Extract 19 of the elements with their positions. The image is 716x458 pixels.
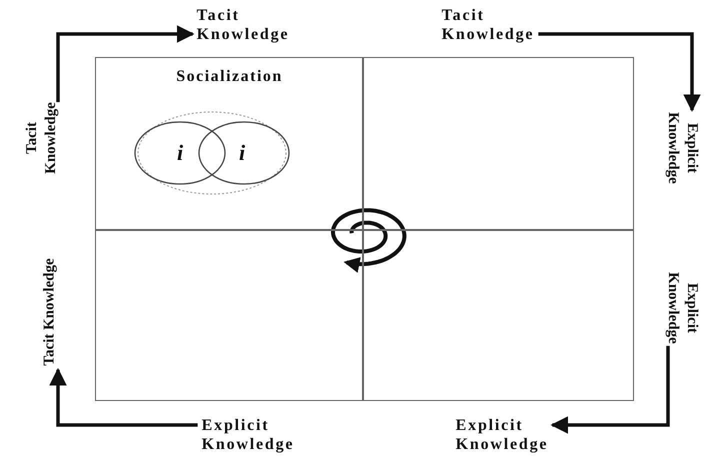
knowledge-label: Tacit Knowledge <box>196 6 290 44</box>
arrow <box>49 368 198 427</box>
knowledge-label: Tacit Knowledge <box>442 6 534 44</box>
knowledge-label: Explicit Knowledge <box>202 416 294 454</box>
knowledge-label: Explicit Knowledge <box>663 272 701 344</box>
knowledge-label: Tacit Knowledge <box>23 102 61 174</box>
quadrant-box <box>95 229 364 401</box>
quadrant-title: Socialization <box>175 68 284 86</box>
arrow <box>538 32 701 112</box>
arrow <box>550 346 670 434</box>
individual-label: i <box>238 140 246 166</box>
knowledge-label: Tacit Knowledge <box>40 258 60 366</box>
knowledge-label: Explicit Knowledge <box>456 416 548 454</box>
individual-label: i <box>176 140 184 166</box>
knowledge-label: Explicit Knowledge <box>663 112 701 184</box>
quadrant-box <box>362 57 634 231</box>
arrow <box>56 25 194 102</box>
quadrant-box <box>362 229 634 401</box>
quadrant-box <box>95 57 364 231</box>
